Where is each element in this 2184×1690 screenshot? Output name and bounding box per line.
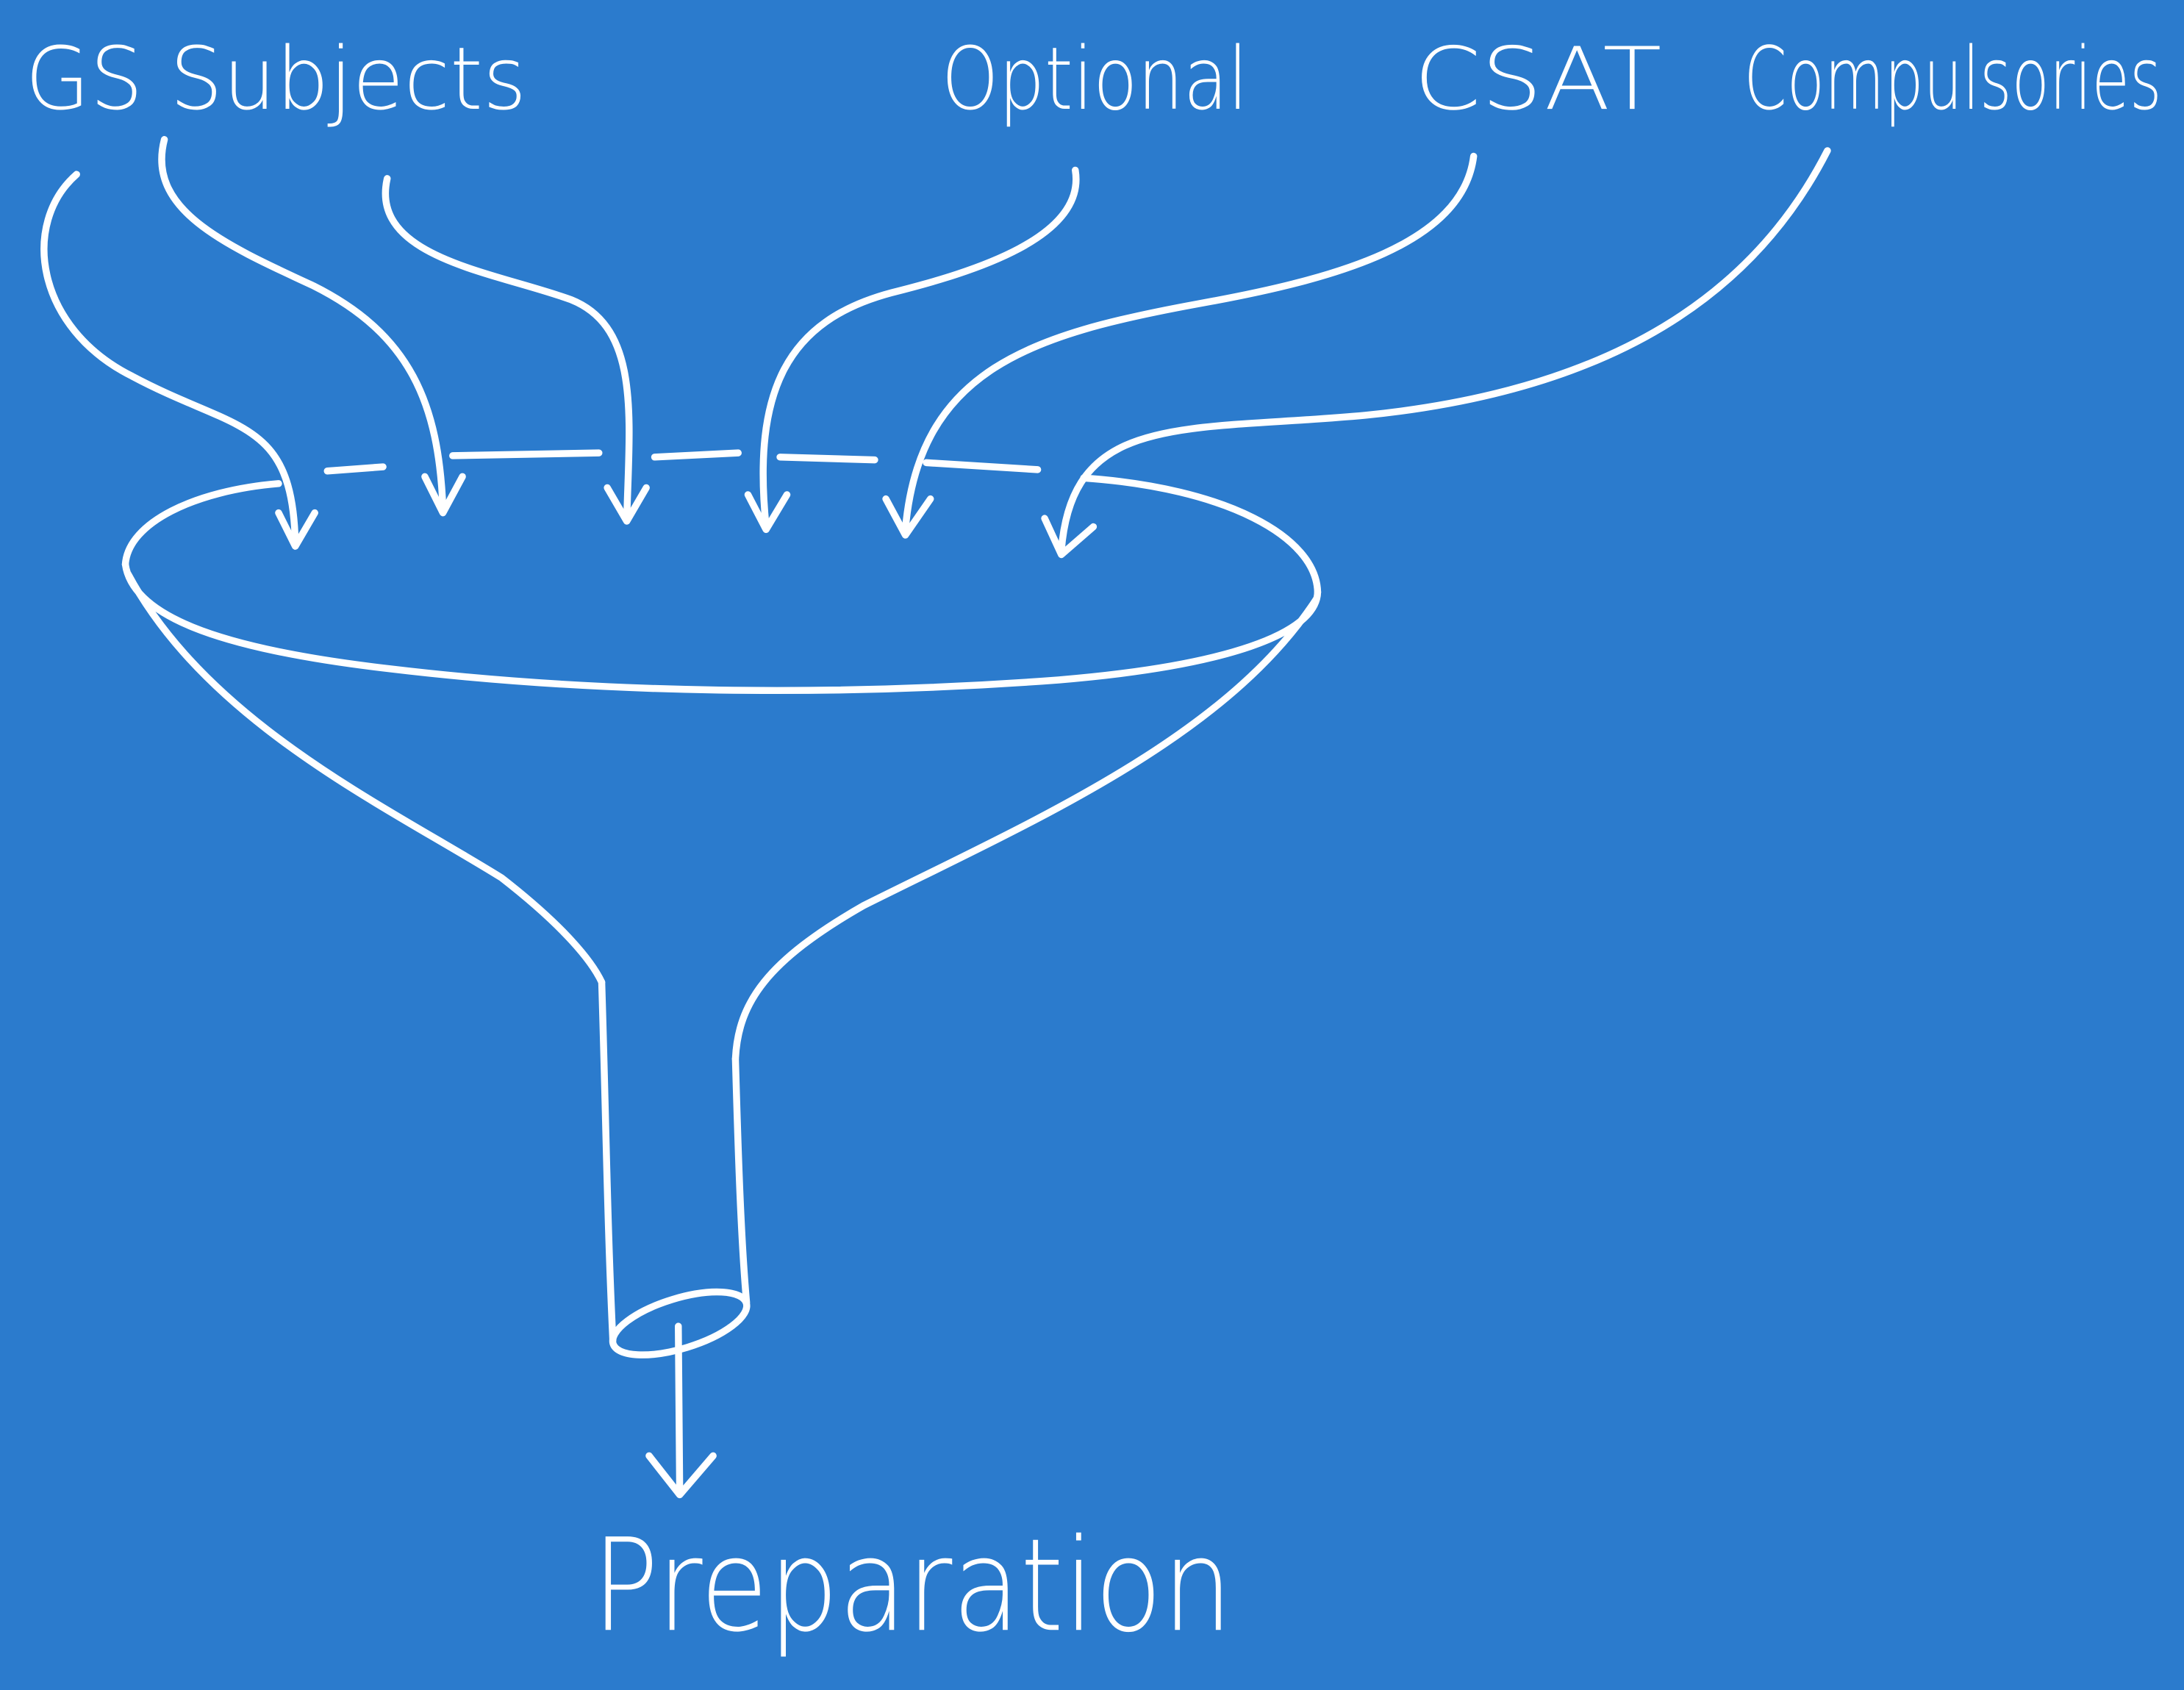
funnel-rim-back-seg5 (923, 459, 1042, 473)
funnel-rim-back-seg2 (449, 449, 603, 459)
label-compulsories: Compulsories (1744, 29, 2161, 129)
funnel-rim-back (121, 480, 282, 568)
arrow-compulsories (1058, 147, 1831, 554)
funnel-spout-right (731, 1055, 751, 1306)
funnel-spout-left (598, 978, 617, 1344)
arrow-gs-2 (158, 136, 447, 512)
arrow-gs-1 (40, 171, 299, 548)
label-csat: CSAT (1414, 29, 1661, 129)
label-preparation: Preparation (592, 1511, 1233, 1661)
arrow-gs-1-head (275, 509, 318, 550)
funnel-rim-back-seg4 (776, 454, 878, 464)
input-arrows (40, 136, 1831, 559)
output-arrow-head (645, 1452, 717, 1499)
arrow-optional (759, 166, 1080, 531)
arrow-gs-3 (382, 175, 633, 522)
output-arrow-shaft (675, 1322, 684, 1497)
funnel-rim-front (121, 560, 1322, 695)
funnel-cone-left (124, 570, 606, 986)
funnel (121, 449, 1322, 1358)
arrow-csat-head (882, 495, 934, 539)
funnel-spout-opening (609, 1288, 751, 1358)
arrow-optional-head (744, 491, 791, 534)
funnel-rim-back-seg6 (1080, 474, 1322, 596)
arrow-compulsories-head (1041, 515, 1098, 559)
arrow-csat (901, 152, 1478, 534)
label-optional: Optional (942, 29, 1248, 129)
funnel-rim-back-seg1 (323, 463, 387, 475)
arrow-gs-3-head (421, 473, 466, 517)
funnel-cone-right (731, 595, 1320, 1063)
arrow-gs-3-head-b (604, 484, 650, 525)
funnel-rim-back-seg3 (651, 449, 742, 461)
label-gs-subjects: GS Subjects (25, 29, 526, 129)
output-arrow (645, 1322, 717, 1499)
